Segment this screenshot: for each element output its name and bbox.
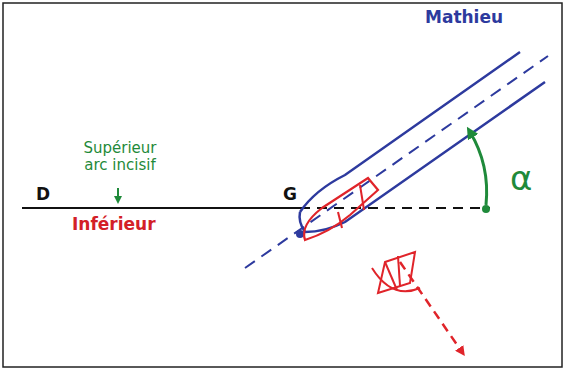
region-label: Supérieur arc incisif xyxy=(70,140,170,173)
region-label: Inférieur xyxy=(72,215,156,234)
side-letter: G xyxy=(283,185,297,204)
instrument-name: Mathieu xyxy=(425,8,503,27)
side-letter: D xyxy=(36,185,50,204)
angle-symbol: α xyxy=(510,160,532,197)
